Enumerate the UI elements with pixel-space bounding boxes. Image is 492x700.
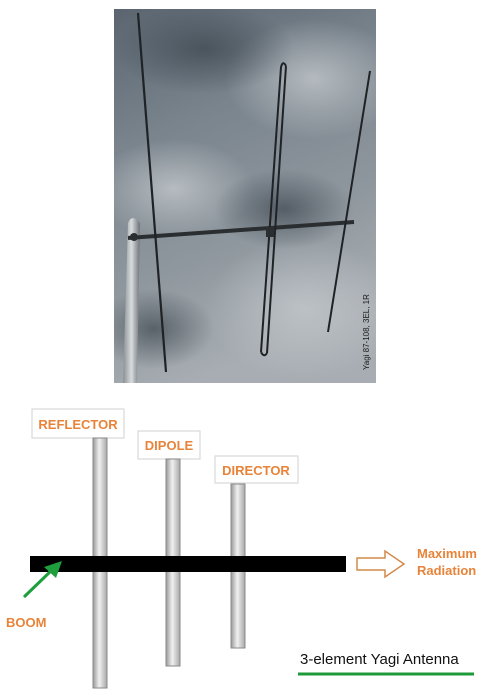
yagi-diagram: REFLECTOR DIPOLE DIRECTOR BOOM Maximum R… <box>6 408 477 689</box>
radiation-label-line2: Radiation <box>417 563 476 578</box>
boom-clamp <box>130 233 138 241</box>
photo-dipole <box>260 62 287 357</box>
antenna-photo: Yagi 87-108, 3EL, 1R <box>114 9 376 383</box>
reflector-label-text: REFLECTOR <box>38 417 118 432</box>
diagram-title: 3-element Yagi Antenna <box>300 651 459 668</box>
photo-director <box>327 70 371 333</box>
boom-label: BOOM <box>6 615 46 630</box>
boom-bar <box>30 556 346 572</box>
photo-caption: Yagi 87-108, 3EL, 1R <box>362 294 371 370</box>
dipole-clamp <box>266 227 274 237</box>
director-label: DIRECTOR <box>214 455 299 484</box>
photo-reflector <box>136 12 168 373</box>
reflector-label: REFLECTOR <box>31 408 125 439</box>
dipole-label: DIPOLE <box>137 430 201 460</box>
outline-right-arrow-icon <box>356 549 406 579</box>
dipole-label-text: DIPOLE <box>145 438 194 453</box>
cloud <box>114 9 294 94</box>
photo-boom <box>127 220 355 240</box>
mast <box>123 218 140 383</box>
green-arrow-icon <box>22 561 62 599</box>
radiation-label-line1: Maximum <box>417 546 477 561</box>
cloud <box>114 289 214 369</box>
cloud <box>204 239 376 379</box>
cloud <box>214 169 354 249</box>
director-label-text: DIRECTOR <box>222 463 290 478</box>
